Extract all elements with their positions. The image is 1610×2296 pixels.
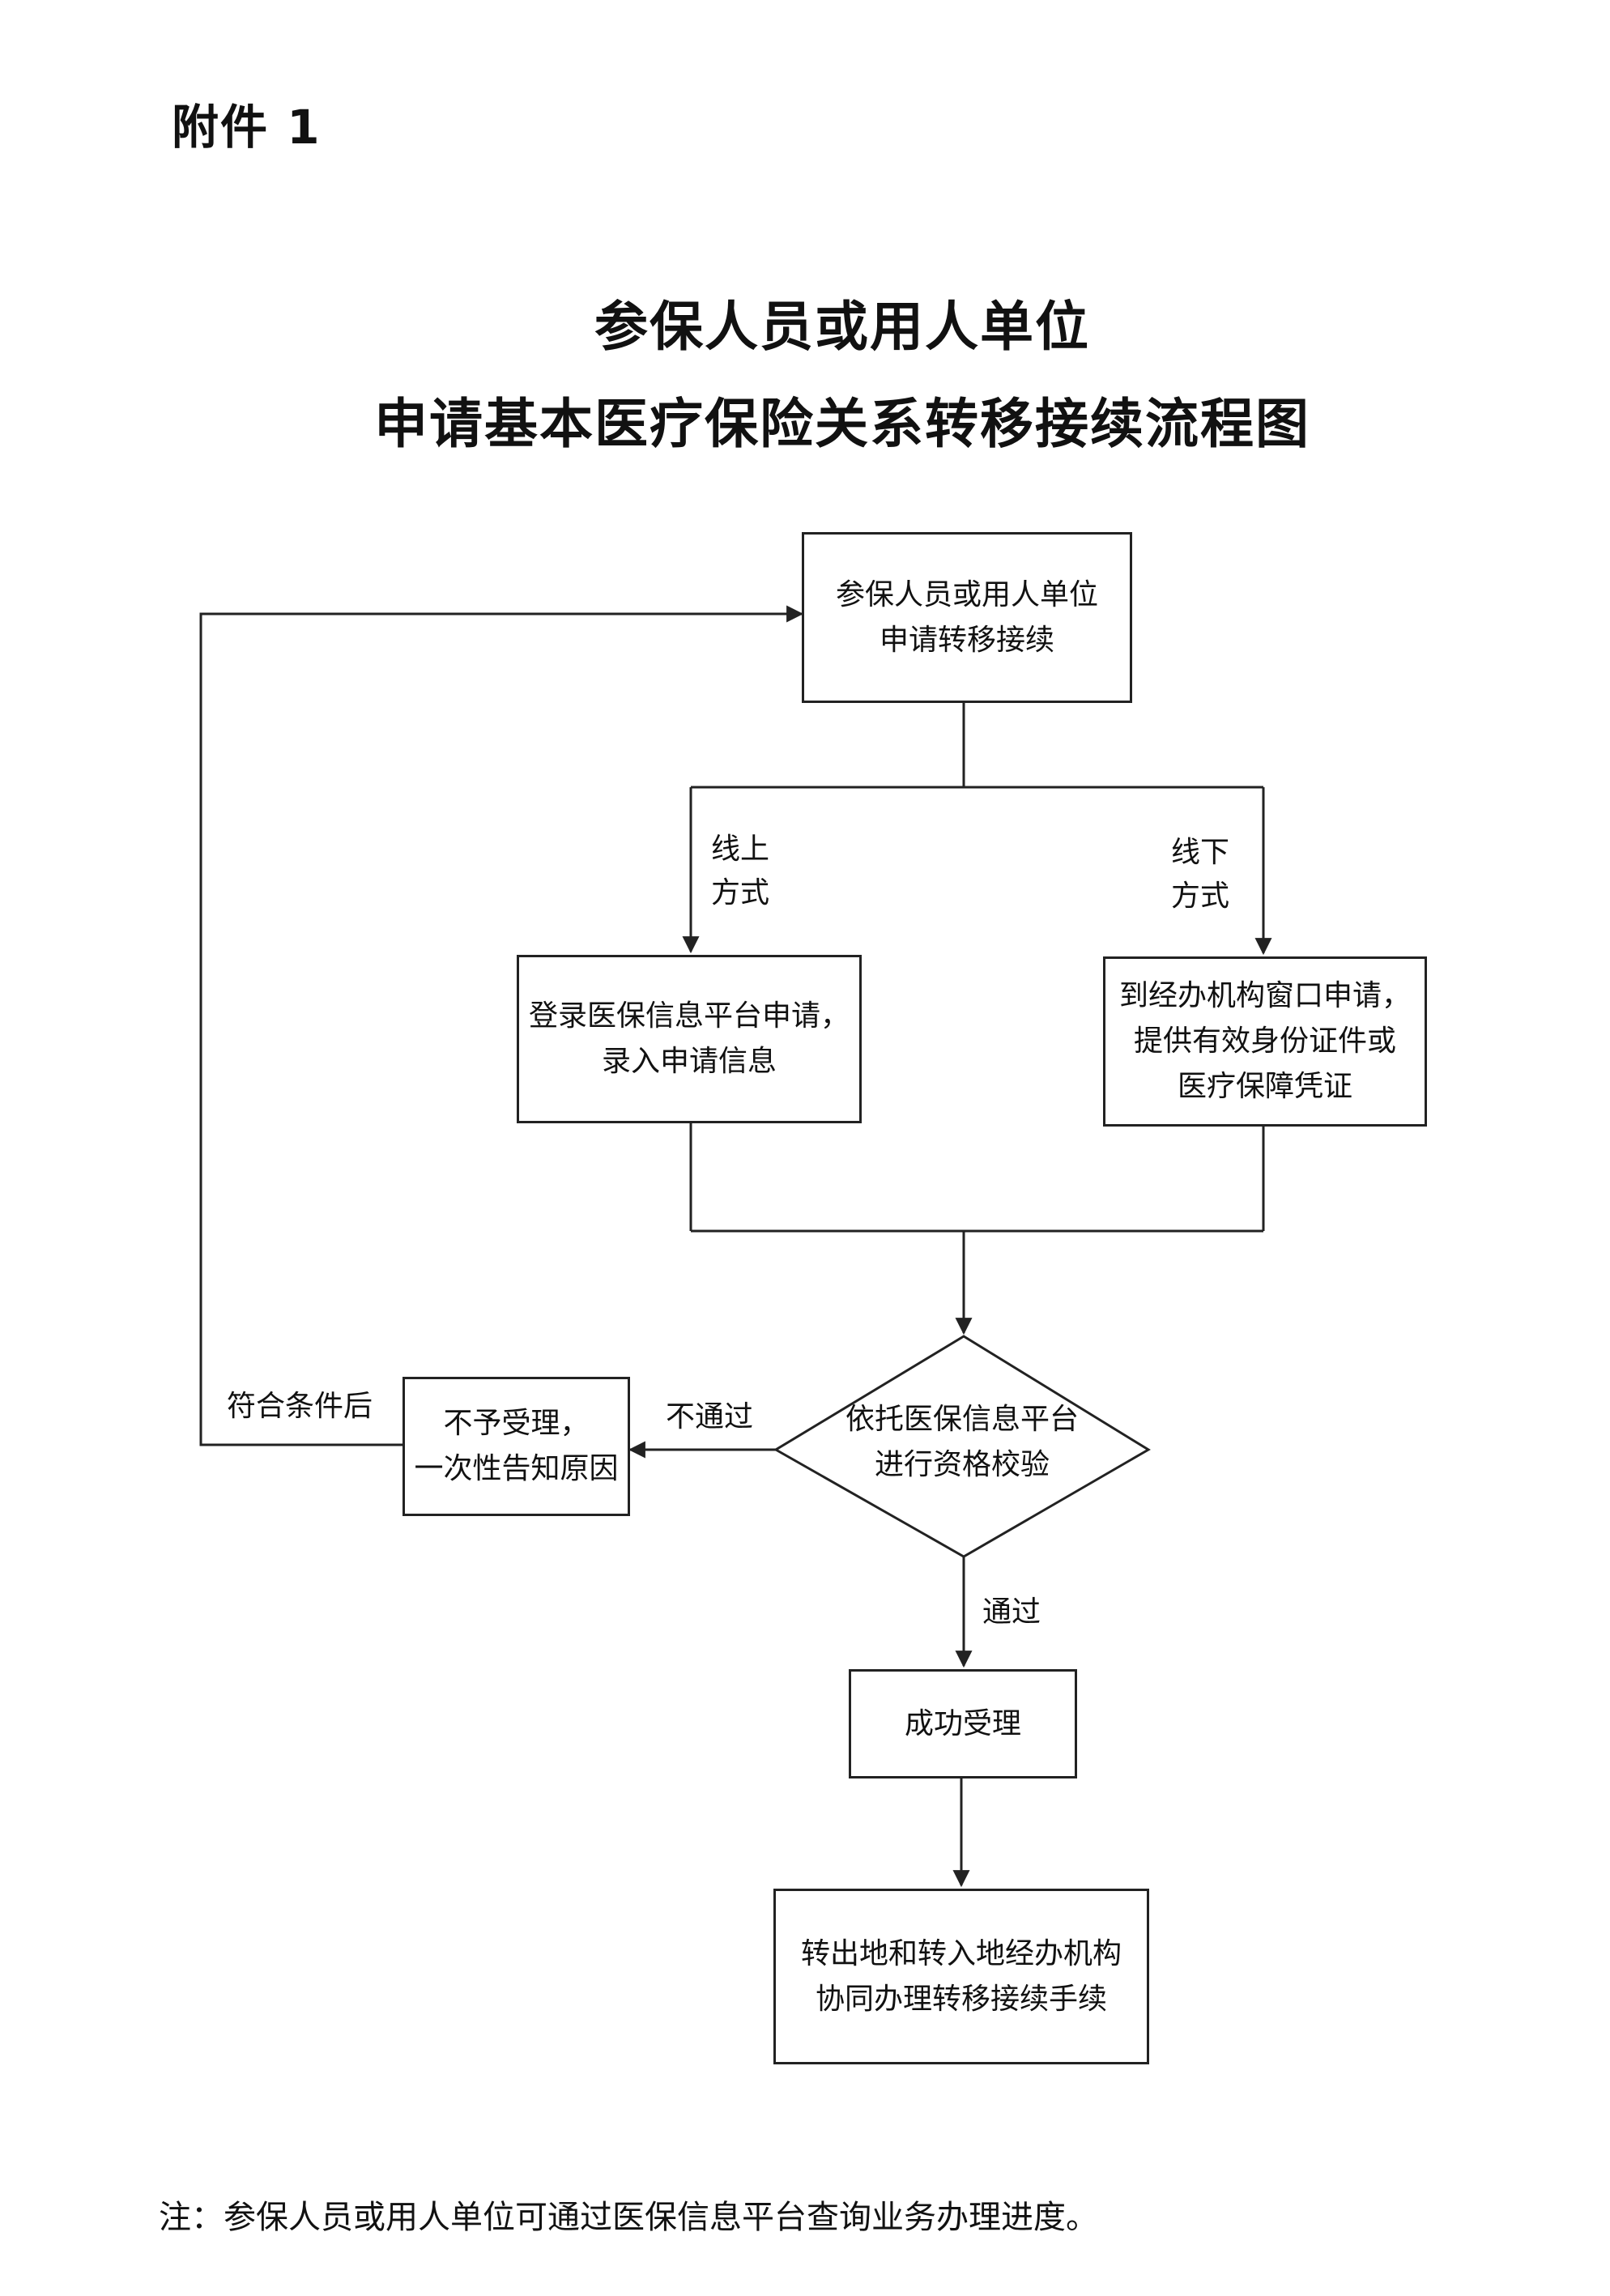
node-check-line2: 进行资格校验	[874, 1447, 1050, 1481]
node-transfer: 转出地和转入地经办机构 协同办理转移接续手续	[773, 1889, 1149, 2064]
edge-label-online-line1: 线上	[711, 833, 770, 866]
node-check-line1: 依托医保信息平台	[845, 1403, 1079, 1436]
edge-label-online-way: 线上 方式	[711, 828, 769, 915]
node-start-line2: 申请转移接续	[879, 623, 1054, 657]
node-start-line1: 参保人员或用人单位	[835, 577, 1098, 611]
node-eligibility-check: 依托医保信息平台 进行资格校验	[776, 1397, 1148, 1488]
node-start: 参保人员或用人单位 申请转移接续	[802, 532, 1132, 703]
edge-label-offline-line1: 线下	[1171, 836, 1230, 869]
edge-label-pass: 通过	[982, 1595, 1041, 1629]
node-reject: 不予受理， 一次性告知原因	[402, 1377, 630, 1516]
node-transfer-line1: 转出地和转入地经办机构	[800, 1936, 1122, 1970]
node-reject-line2: 一次性告知原因	[414, 1452, 619, 1485]
node-offline-apply: 到经办机构窗口申请， 提供有效身份证件或 医疗保障凭证	[1103, 956, 1427, 1127]
node-offline-line1: 到经办机构窗口申请，	[1118, 979, 1411, 1013]
node-online-line2: 录入申请信息	[601, 1045, 777, 1078]
node-online-line1: 登录医保信息平台申请，	[528, 999, 850, 1033]
node-offline-line2: 提供有效身份证件或	[1133, 1024, 1396, 1059]
edge-reject-loop-back	[199, 605, 804, 1446]
node-transfer-line2: 协同办理转移接续手续	[815, 1982, 1107, 2016]
node-reject-line1: 不予受理，	[443, 1407, 590, 1441]
node-accept: 成功受理	[849, 1669, 1077, 1778]
node-offline-line3: 医疗保障凭证	[1177, 1069, 1352, 1103]
edge-label-offline-way: 线下 方式	[1171, 831, 1229, 918]
node-online-apply: 登录医保信息平台申请， 录入申请信息	[517, 955, 862, 1123]
edge-label-fail: 不通过	[666, 1400, 754, 1433]
attachment-label: 附件 1	[172, 100, 322, 155]
footnote: 注：参保人员或用人单位可通过医保信息平台查询业务办理进度。	[159, 2199, 1098, 2236]
edge-label-online-line2: 方式	[711, 876, 770, 909]
diagram-title-line1: 参保人员或用人单位	[594, 295, 1090, 358]
edge-label-eligible-after: 符合条件后	[227, 1390, 373, 1423]
node-accept-label: 成功受理	[904, 1706, 1021, 1740]
diagram-title-line2: 申请基本医疗保险关系转移接续流程图	[374, 392, 1310, 455]
edge-label-offline-line2: 方式	[1171, 880, 1230, 913]
